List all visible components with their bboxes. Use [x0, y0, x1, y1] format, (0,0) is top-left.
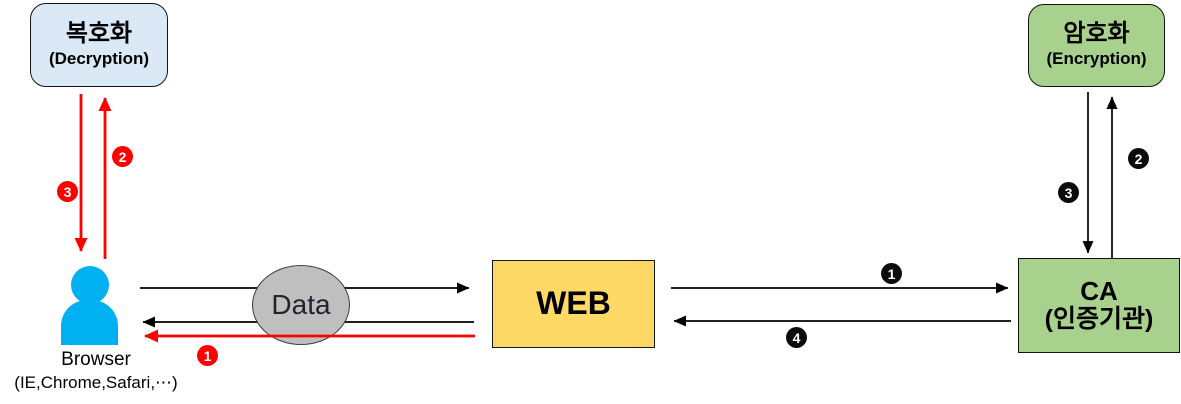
data-ellipse: Data — [252, 265, 350, 345]
encryption-title: 암호화 — [1063, 20, 1130, 48]
user-head-shape — [71, 266, 109, 304]
encryption-subtitle: (Encryption) — [1046, 49, 1147, 69]
browser-user-icon — [55, 260, 125, 350]
ca-title: CA — [1080, 275, 1118, 306]
encryption-box: 암호화 (Encryption) — [1028, 4, 1165, 87]
ca-subtitle: (인증기관) — [1044, 305, 1154, 334]
browser-label: Browser (IE,Chrome,Safari,⋯) — [0, 349, 192, 393]
step-badge-black-4: 4 — [786, 327, 807, 348]
step-badge-red-1: 1 — [197, 345, 218, 366]
web-server-box: WEB — [492, 260, 655, 348]
browser-label-title: Browser — [61, 349, 131, 370]
web-label: WEB — [536, 285, 611, 322]
step-badge-black-3: 3 — [1058, 182, 1079, 203]
decryption-subtitle: (Decryption) — [48, 48, 150, 68]
decryption-title: 복호화 — [65, 19, 133, 47]
browser-label-subtitle: (IE,Chrome,Safari,⋯) — [14, 372, 178, 392]
step-badge-red-2: 2 — [112, 146, 133, 167]
ca-box: CA (인증기관) — [1018, 258, 1180, 353]
decryption-box: 복호화 (Decryption) — [30, 3, 168, 87]
data-label: Data — [271, 289, 331, 320]
step-badge-black-1: 1 — [881, 263, 902, 284]
step-badge-black-2: 2 — [1128, 148, 1149, 169]
user-torso-shape — [61, 300, 118, 345]
step-badge-red-3: 3 — [57, 181, 78, 202]
